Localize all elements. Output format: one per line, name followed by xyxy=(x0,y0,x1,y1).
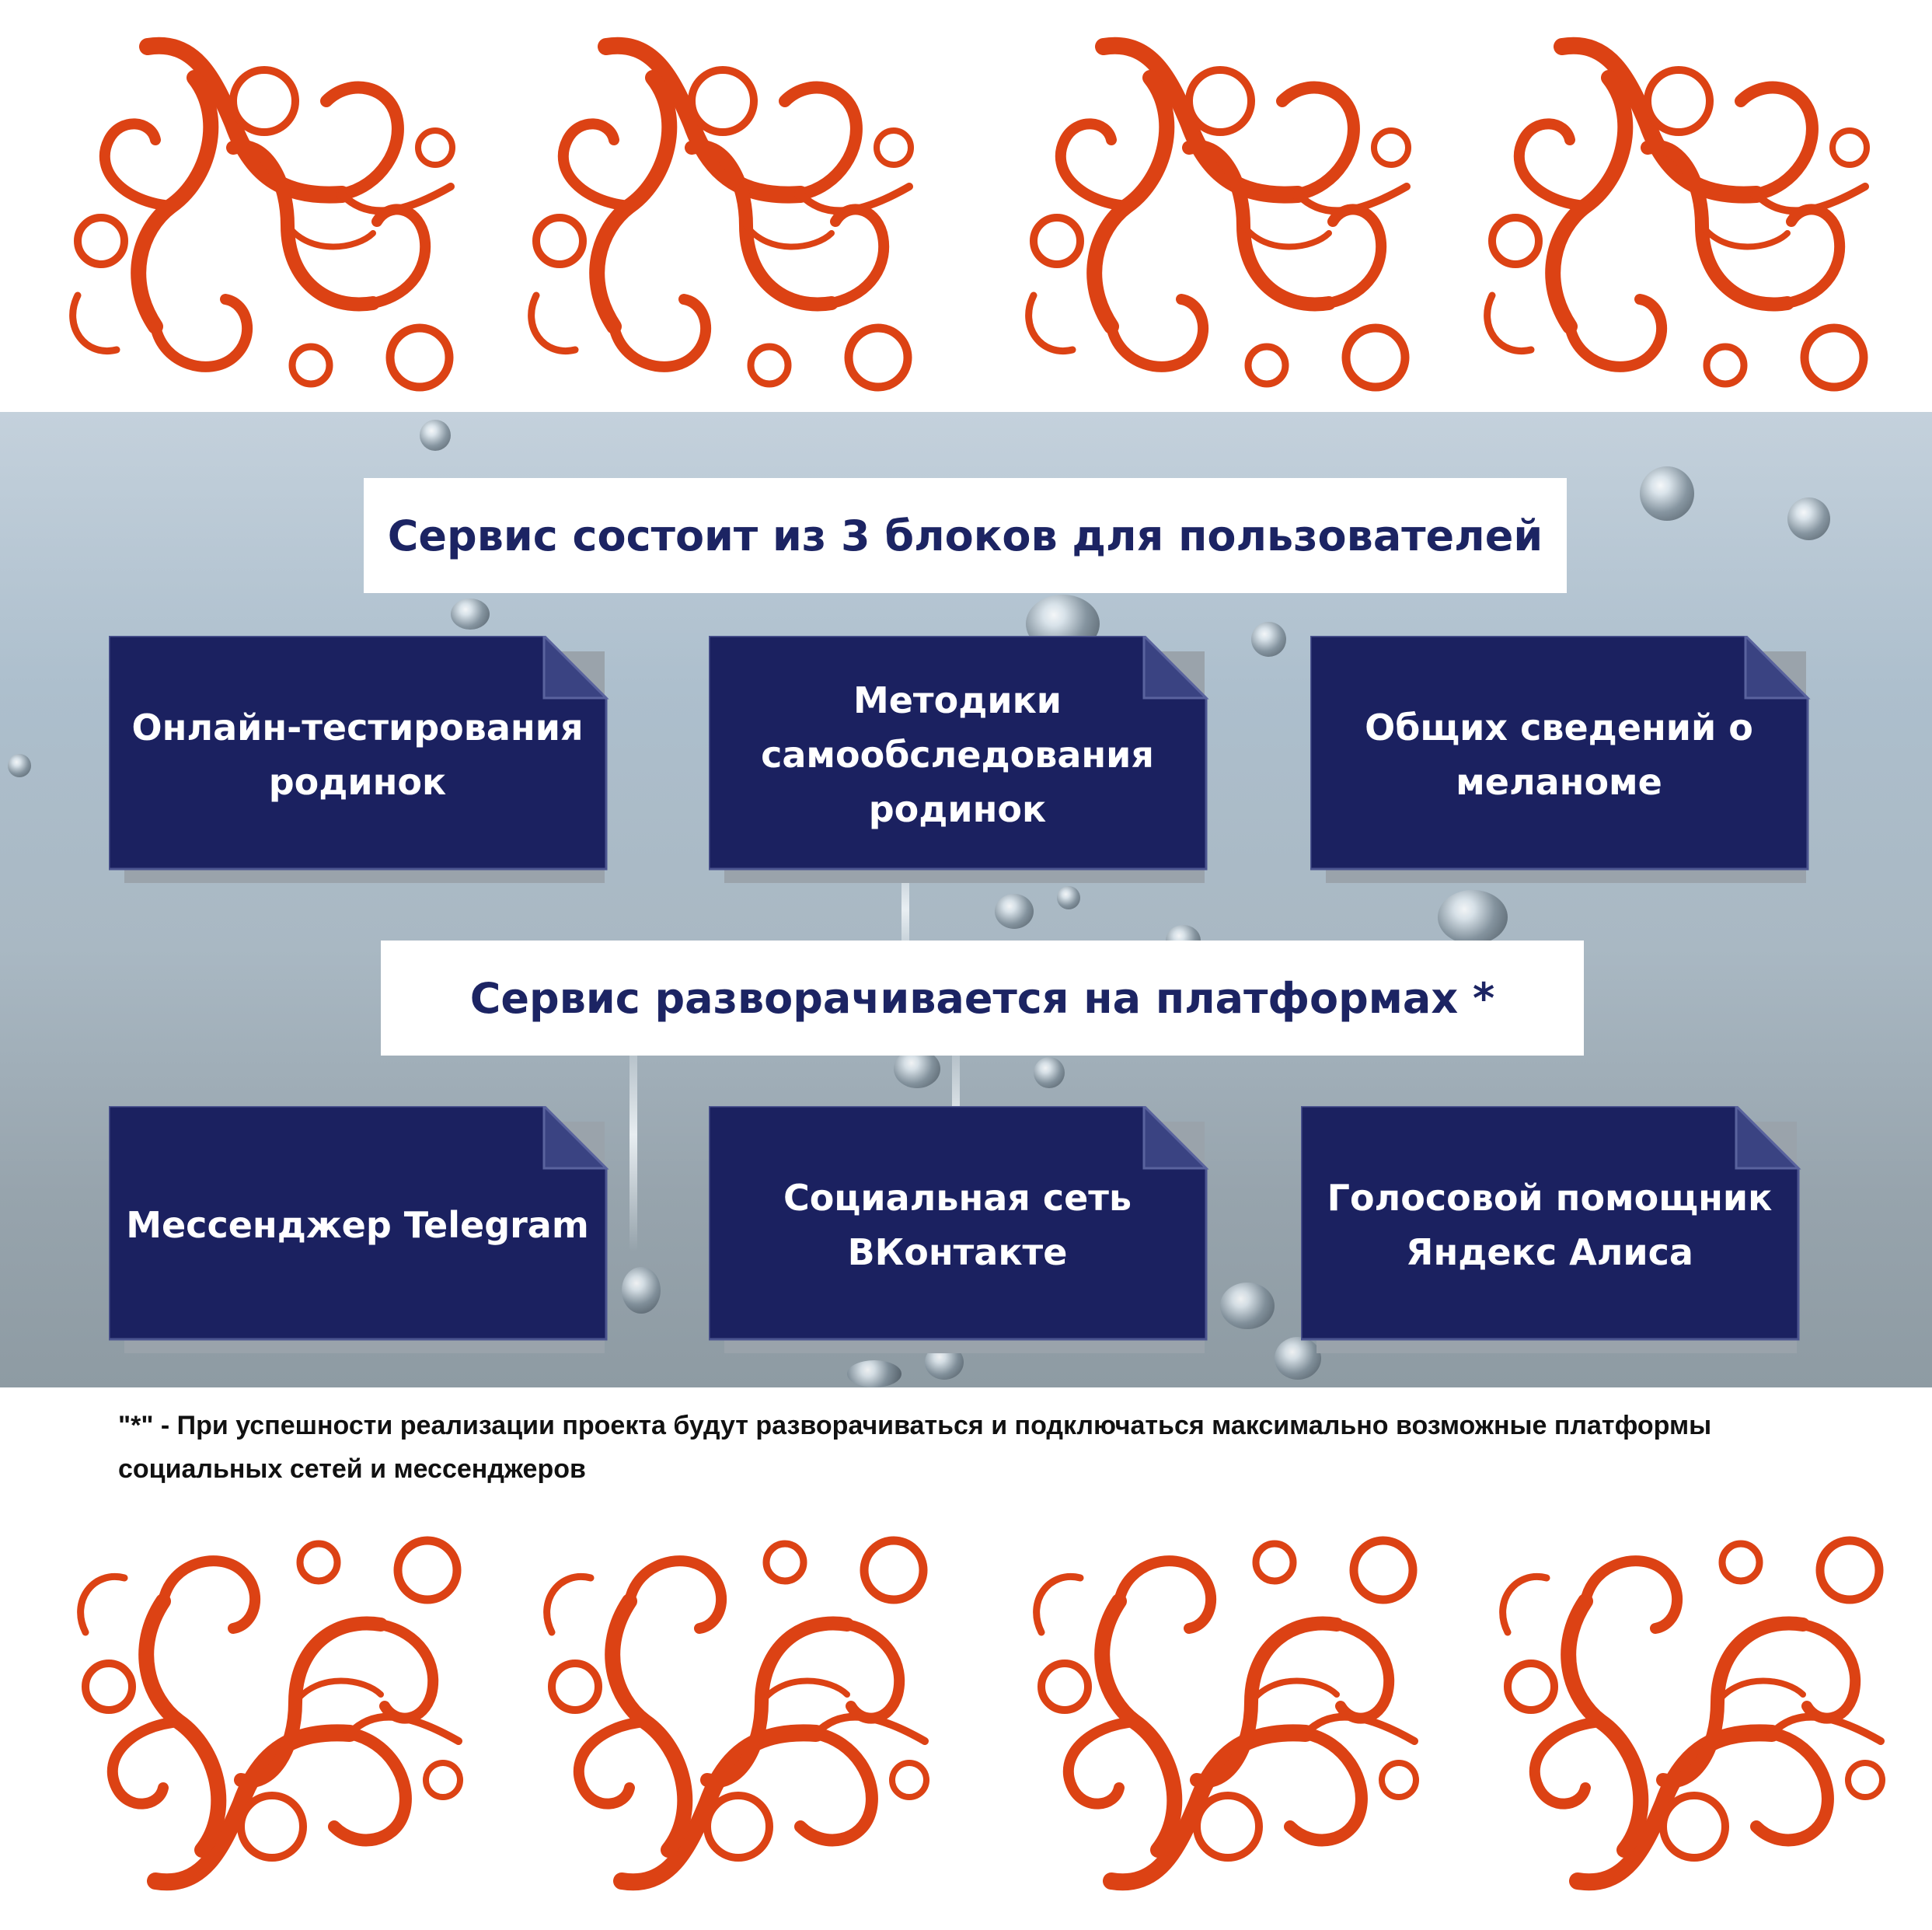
swirl-ornament-icon xyxy=(39,1508,474,1897)
card-shape xyxy=(1301,1106,1801,1353)
swirl-ornament-icon xyxy=(490,31,925,420)
footnote: "*" - При успешности реализации проекта … xyxy=(118,1411,1712,1484)
block-card-label: Онлайн-тестирования родинок xyxy=(131,706,584,803)
water-streak xyxy=(901,847,909,972)
card-shape xyxy=(109,636,609,883)
water-drop xyxy=(1438,890,1508,944)
block-card-melanoma-info: Общих сведений о меланоме xyxy=(1310,636,1811,883)
card-shape xyxy=(1310,636,1811,883)
block-card-label: Общих сведений о меланоме xyxy=(1365,706,1753,803)
platform-card-telegram: Мессенджер Telegram xyxy=(109,1106,609,1353)
platform-card-vkontakte: Социальная сеть ВКонтакте xyxy=(709,1106,1209,1353)
blocks-section-title-text: Сервис состоит из 3 блоков для пользоват… xyxy=(387,511,1543,560)
water-drop xyxy=(1275,1337,1321,1380)
block-card-label: Методики самообследования родинок xyxy=(761,679,1154,830)
swirl-ornament-icon xyxy=(987,31,1422,420)
platforms-section-title: Сервис разворачивается на платформах * xyxy=(381,941,1584,1056)
water-drop xyxy=(1034,1057,1065,1088)
water-drop xyxy=(420,420,451,451)
water-drop xyxy=(894,1049,940,1088)
platform-card-label: Голосовой помощник Яндекс Алиса xyxy=(1327,1176,1773,1273)
water-drop xyxy=(1220,1283,1275,1329)
block-card-online-testing: Онлайн-тестирования родинок xyxy=(109,636,609,883)
water-drop xyxy=(1057,886,1080,909)
block-card-self-exam: Методики самообследования родинок xyxy=(709,636,1209,883)
swirl-ornament-icon xyxy=(31,31,466,420)
platform-card-alice: Голосовой помощник Яндекс Алиса xyxy=(1301,1106,1801,1353)
card-shape xyxy=(709,1106,1209,1353)
swirl-ornament-icon xyxy=(505,1508,940,1897)
platforms-section-title-text: Сервис разворачивается на платформах * xyxy=(469,973,1495,1023)
swirl-ornament-icon xyxy=(995,1508,1430,1897)
card-shape xyxy=(109,1106,609,1353)
swirl-ornament-icon xyxy=(1461,1508,1896,1897)
water-drop xyxy=(847,1360,901,1387)
top-ornament-row xyxy=(0,0,1932,404)
water-drop xyxy=(995,894,1034,929)
card-shape xyxy=(709,636,1209,883)
water-drop xyxy=(451,599,490,630)
water-streak xyxy=(629,1018,637,1251)
bottom-ornament-row xyxy=(0,1500,1932,1904)
water-drop xyxy=(622,1267,661,1314)
platform-card-label: Мессенджер Telegram xyxy=(126,1203,589,1246)
swirl-ornament-icon xyxy=(1446,31,1881,420)
water-drop xyxy=(8,754,31,777)
water-drop xyxy=(1787,497,1830,540)
water-drop xyxy=(1640,466,1694,521)
platform-card-label: Социальная сеть ВКонтакте xyxy=(783,1176,1132,1273)
water-drop xyxy=(1251,622,1286,657)
blocks-section-title: Сервис состоит из 3 блоков для пользоват… xyxy=(364,478,1567,593)
